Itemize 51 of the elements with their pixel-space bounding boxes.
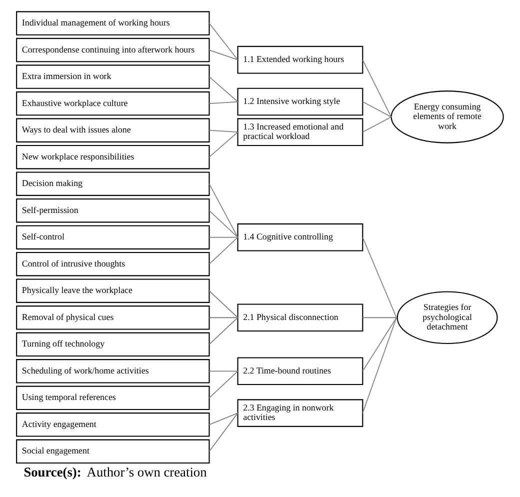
connector	[362, 116, 392, 133]
connector	[208, 50, 238, 60]
node-box: 1.4 Cognitive controlling	[237, 223, 364, 252]
connector	[208, 370, 238, 372]
caption: Source(s): Author’s own creation	[24, 464, 207, 480]
node-box: Individual management of working hours	[16, 11, 210, 36]
connector	[208, 236, 238, 238]
node-box: 1.3 Increased emotional and practical workload	[237, 118, 364, 146]
connector	[208, 370, 238, 398]
connector	[208, 412, 238, 426]
node-box: 2.3 Engaging in nonwork activities	[237, 399, 364, 427]
node-box: Physically leave the workplace	[16, 278, 210, 303]
node-box: Self-control	[16, 225, 210, 250]
connector	[208, 101, 238, 104]
node-box: 1.2 Intensive working style	[237, 88, 364, 116]
node-box: Exhaustive workplace culture	[16, 91, 210, 116]
node-box: Self-permission	[16, 198, 210, 223]
connector	[208, 317, 238, 345]
connector	[208, 76, 238, 102]
connector	[208, 412, 238, 452]
node-ellipse: Energy consuming elements of remote work	[390, 90, 504, 144]
connector	[208, 210, 238, 238]
connector	[208, 236, 238, 265]
connector	[208, 290, 238, 318]
connector	[362, 317, 397, 414]
node-box: Using temporal references	[16, 386, 210, 410]
node-box: Scheduling of work/home activities	[16, 359, 210, 384]
node-box: Turning off technology	[16, 332, 210, 357]
node-box: Removal of physical cues	[16, 306, 210, 330]
node-box: Control of intrusive thoughts	[16, 252, 210, 276]
node-box: 2.2 Time-bound routines	[237, 357, 364, 386]
node-box: Extra immersion in work	[16, 64, 210, 89]
node-box: Activity engagement	[16, 412, 210, 437]
connector	[208, 132, 238, 158]
connector	[362, 317, 397, 372]
connector	[208, 130, 238, 133]
node-box: New workplace responsibilities	[16, 144, 210, 170]
node-box: 2.1 Physical disconnection	[237, 304, 364, 332]
connector	[362, 59, 392, 118]
connector	[208, 317, 238, 318]
connector	[208, 183, 238, 238]
connector	[362, 101, 392, 118]
node-box: Ways to deal with issues alone	[16, 118, 210, 142]
node-ellipse: Strategies for psychological detachment	[396, 291, 498, 344]
node-box: 1.1 Extended working hours	[237, 46, 364, 74]
connector	[208, 22, 238, 60]
connector	[362, 317, 397, 318]
connector	[362, 236, 397, 318]
node-box: Correspondense continuing into afterwork hours	[16, 38, 210, 62]
node-box: Social engagement	[16, 439, 210, 464]
node-box: Decision making	[16, 172, 210, 196]
